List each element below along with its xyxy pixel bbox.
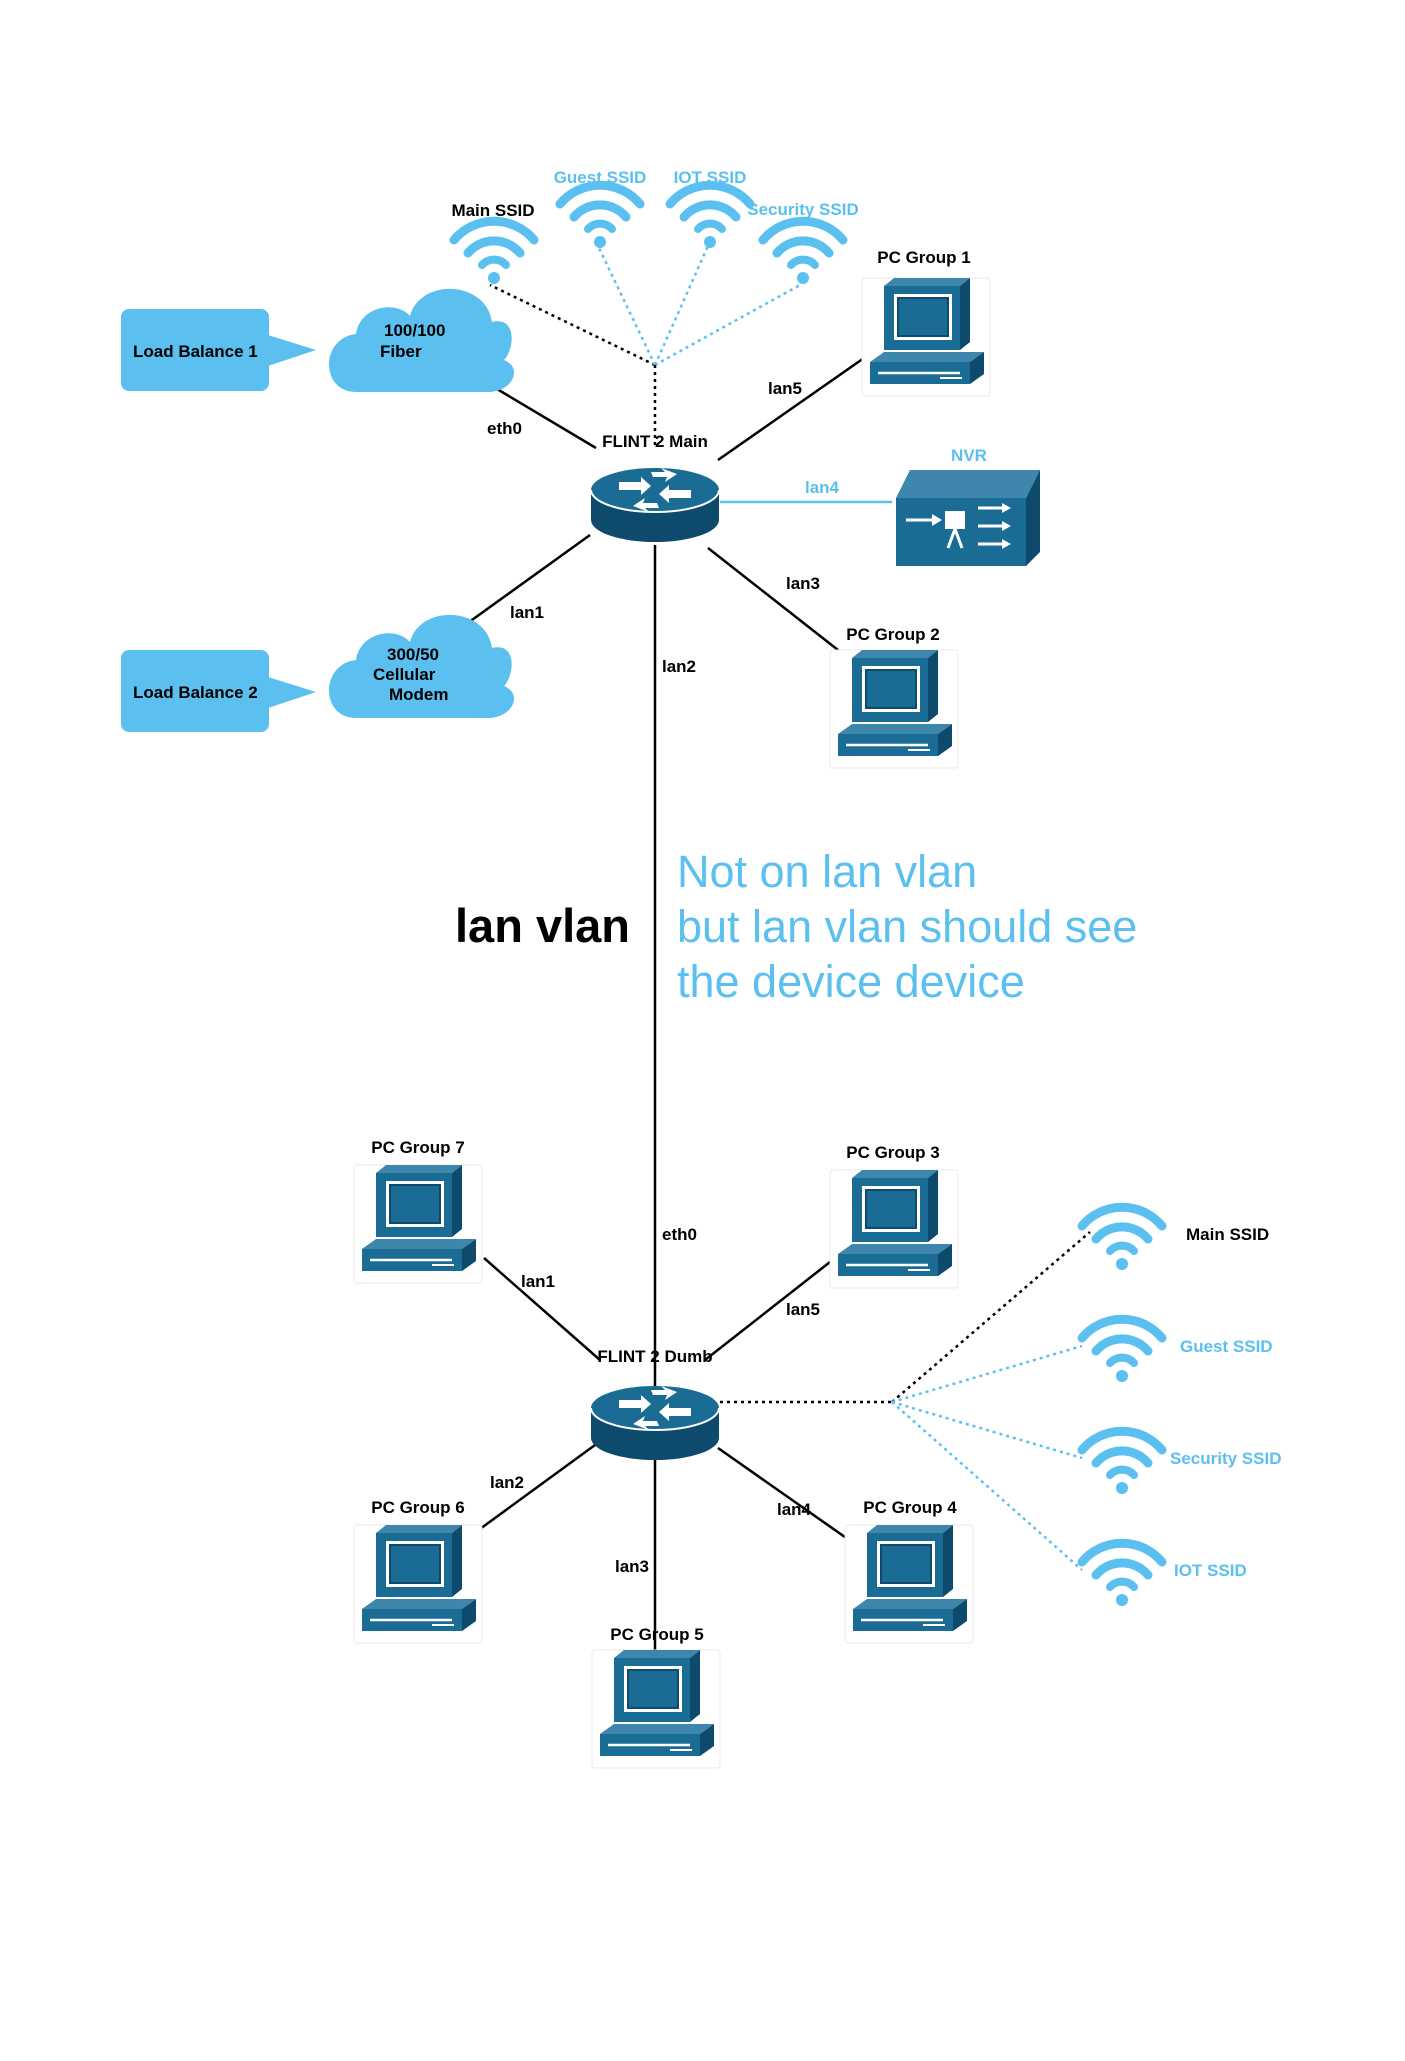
wifi-icon xyxy=(1082,1543,1162,1606)
wifi-icon xyxy=(1082,1207,1162,1270)
cellular-speed: 300/50 xyxy=(387,645,439,664)
load-balance-1-label: Load Balance 1 xyxy=(133,342,258,361)
cellular-cloud-icon: 300/50 Cellular Modem xyxy=(329,614,515,718)
pc-group-3-label: PC Group 3 xyxy=(846,1143,940,1162)
pc-group-6-label: PC Group 6 xyxy=(371,1498,465,1517)
link-eth0-main xyxy=(491,384,597,450)
workstation-icon xyxy=(352,1523,484,1645)
link-lan3-main xyxy=(707,547,839,651)
load-balance-2-label: Load Balance 2 xyxy=(133,683,258,702)
load-balance-2-callout: Load Balance 2 xyxy=(121,650,316,732)
ssid-link-main xyxy=(489,283,656,367)
ssid-link-security-dumb xyxy=(891,1400,1083,1460)
workstation-icon xyxy=(828,648,960,770)
ssid-link-guest-dumb xyxy=(891,1344,1083,1404)
pc-group-4-label: PC Group 4 xyxy=(863,1498,957,1517)
ssid-label: Main SSID xyxy=(1186,1225,1269,1244)
cellular-modem-label: Modem xyxy=(389,685,449,704)
main-router-label: FLINT 2 Main xyxy=(602,432,708,451)
link-label-lan1: lan1 xyxy=(521,1272,555,1291)
note-line-1: Not on lan vlan xyxy=(677,846,977,897)
cellular-label: Cellular xyxy=(373,665,436,684)
fiber-label: Fiber xyxy=(380,342,422,361)
link-label-eth0: eth0 xyxy=(487,419,522,438)
link-label-lan2: lan2 xyxy=(490,1473,524,1492)
ssid-link-guest xyxy=(596,245,657,366)
ssid-label: Security SSID xyxy=(1170,1449,1282,1468)
fiber-speed: 100/100 xyxy=(384,321,445,340)
wifi-icon xyxy=(763,221,843,284)
router-icon xyxy=(590,467,720,543)
ssid-label: Guest SSID xyxy=(554,168,647,187)
pc-group-5-label: PC Group 5 xyxy=(610,1625,704,1644)
ssid-label: IOT SSID xyxy=(1174,1561,1247,1580)
workstation-icon xyxy=(843,1523,975,1645)
link-label-lan4: lan4 xyxy=(805,478,840,497)
note-line-2: but lan vlan should see xyxy=(677,901,1137,952)
link-label-lan4: lan4 xyxy=(777,1500,812,1519)
wifi-icon xyxy=(670,185,750,248)
ssid-link-security xyxy=(654,283,801,367)
dumb-router-label: FLINT 2 Dumb xyxy=(597,1347,712,1366)
link-lan1-dumb xyxy=(483,1257,601,1361)
ssid-link-iot xyxy=(653,245,710,366)
link-label-lan5: lan5 xyxy=(786,1300,820,1319)
link-label-lan3: lan3 xyxy=(615,1557,649,1576)
wifi-icon xyxy=(1082,1431,1162,1494)
nvr-icon xyxy=(896,470,1040,566)
fiber-cloud-icon: 100/100 Fiber xyxy=(329,288,515,392)
ssid-link-main-dumb xyxy=(891,1231,1091,1403)
pc-group-1-label: PC Group 1 xyxy=(877,248,971,267)
nvr-label: NVR xyxy=(951,446,987,465)
wifi-icon xyxy=(1082,1319,1162,1382)
ssid-label: Main SSID xyxy=(451,201,534,220)
link-lan5-main xyxy=(717,356,865,462)
load-balance-1-callout: Load Balance 1 xyxy=(121,309,316,391)
link-label-lan5: lan5 xyxy=(768,379,802,398)
pc-group-7-label: PC Group 7 xyxy=(371,1138,465,1157)
link-lan5-dumb xyxy=(704,1261,831,1361)
ssid-label: Guest SSID xyxy=(1180,1337,1273,1356)
wifi-icon xyxy=(454,221,534,284)
link-lan4-dumb xyxy=(717,1446,853,1544)
workstation-icon xyxy=(352,1163,484,1285)
ssid-label: IOT SSID xyxy=(674,168,747,187)
wifi-icon xyxy=(560,185,640,248)
link-label-lan3: lan3 xyxy=(786,574,820,593)
ssid-label: Security SSID xyxy=(747,200,859,219)
pc-group-2-label: PC Group 2 xyxy=(846,625,940,644)
link-label-eth0: eth0 xyxy=(662,1225,697,1244)
ssid-link-iot-dumb xyxy=(891,1401,1083,1571)
vlan-label: lan vlan xyxy=(455,899,630,952)
workstation-icon xyxy=(590,1648,722,1770)
link-label-lan1: lan1 xyxy=(510,603,544,622)
workstation-icon xyxy=(828,1168,960,1290)
router-icon xyxy=(590,1385,720,1461)
note-line-3: the device device xyxy=(677,956,1025,1007)
link-label-lan2: lan2 xyxy=(662,657,696,676)
workstation-icon xyxy=(860,276,992,398)
